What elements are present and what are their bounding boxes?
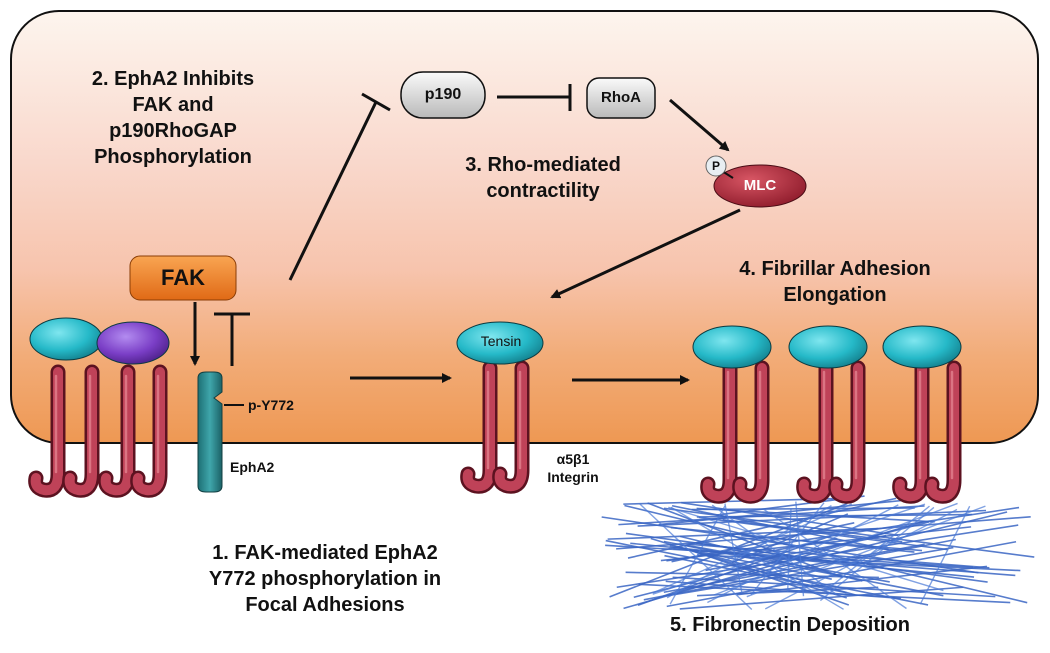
phospho-circle [705,155,727,177]
epha2-inhibits-fak [214,312,250,366]
step-2-line-2: FAK and [132,94,214,116]
step-2-line-1: 2. EphA2 Inhibits [91,68,255,90]
integrin-leg-fill [894,363,927,502]
fibronectin-fiber [724,503,743,594]
p190-inhibits-rhoa [497,84,572,111]
rhoa-label: RhoA [601,89,641,106]
fibronectin-fiber [795,501,805,597]
integrin-cap-cyan [692,325,772,369]
step-4-line-2: Elongation [783,284,887,306]
rhoa-box [586,77,656,119]
step-2-line-4: Phosphorylation [94,146,252,168]
integrin-label-line-2: Integrin [547,469,599,485]
step-1-line-1: 1. FAK-mediated EphA2 [212,542,438,564]
integrin-leg-fill [100,367,133,496]
fibronectin-fiber [652,503,853,594]
fibronectin-fiber [746,505,986,598]
py772-label: p-Y772 [248,397,294,413]
integrin-leg-fill [798,363,831,502]
fibronectin-fiber [763,508,907,610]
integrin-cap-cyan [788,325,868,369]
mlc-to-tensin-arrow [550,208,741,299]
step-1-label: 1. FAK-mediated EphA2 Y772 phosphorylati… [180,540,470,618]
fibronectin-fiber [819,506,935,602]
integrin-leg-fill [30,367,63,496]
fibronectin-fiber [670,506,844,610]
fibronectin-fiber [707,504,899,604]
fibronectin-fiber [625,571,879,579]
mlc-label: MLC [743,177,777,194]
fibronectin-fiber [666,505,832,599]
step-3-line-2: contractility [486,180,600,202]
fak-label: FAK [161,265,205,290]
fibronectin-fiber [627,497,897,559]
fibronectin-fiber [666,540,1017,608]
step-2-line-3: p190RhoGAP [109,120,237,142]
integrin-leg-fill [830,363,863,502]
fibronectin-fiber [679,586,964,610]
integrin-label-line-1: α5β1 [556,451,590,467]
integrin-leg-fill [132,367,165,496]
step-3-line-1: 3. Rho-mediated [465,154,621,176]
fak-box [129,255,237,301]
integrin-leg-fill [64,367,97,496]
fibronectin-fiber [713,502,958,596]
fibronectin-fiber [691,507,915,511]
step-3-label: 3. Rho-mediated contractility [438,152,648,204]
rhoa-to-mlc-arrow [669,98,730,152]
fibronectin-fiber [669,505,726,605]
fibronectin-fiber [666,506,1020,562]
step-1-line-2: Y772 phosphorylation in [208,568,442,590]
p190-box [400,71,486,119]
fak-inhibits-p190 [288,92,391,281]
fibronectin-fiber [666,546,954,597]
fibronectin-fiber [764,508,958,610]
tensin-label: Tensin [480,333,522,349]
fibronectin-fiber [722,518,903,543]
fibronectin-fiber [668,506,944,592]
step-4-line-1: 4. Fibrillar Adhesion [739,258,931,280]
epha2-receptor [197,371,223,493]
fibronectin-fiber [711,504,837,595]
fibronectin-fiber [643,538,956,601]
integrin-caps [29,317,962,369]
integrin-legs [28,360,962,504]
fibronectin-fiber [638,503,753,611]
integrin-leg-fill [462,363,495,492]
fibronectin-fiber [678,511,1008,593]
fibronectin-fiber [786,508,792,592]
fibronectin-fiber [658,498,912,526]
integrin-leg-fill [734,363,767,502]
step-5-label: 5. Fibronectin Deposition [669,614,910,636]
fibronectin-fiber [673,548,1016,577]
integrin-cap-cyan [882,325,962,369]
integrin-leg-fill [926,363,959,502]
tensin-ellipse [456,321,544,365]
fibronectin-fibers [601,495,1035,611]
phospho-label: P [711,159,720,173]
integrin-leg-fill [494,363,527,492]
integrin-leg-fill [702,363,735,502]
step-2-label: 2. EphA2 Inhibits FAK and p190RhoGAP Pho… [68,66,278,170]
fibronectin-fiber [647,502,844,579]
p190-label: p190 [424,86,462,103]
mlc-ellipse [713,164,807,208]
step-1-line-3: Focal Adhesions [245,594,405,616]
integrin-cap-purple [96,321,170,365]
fibronectin-fiber [750,502,825,596]
integrin-label: α5β1 Integrin [528,450,618,486]
integrin-cap-cyan [29,317,103,361]
fibronectin-fiber [824,505,930,592]
epha2-label: EphA2 [230,459,275,475]
fibronectin-fiber [919,505,971,605]
step-4-label: 4. Fibrillar Adhesion Elongation [700,256,970,308]
